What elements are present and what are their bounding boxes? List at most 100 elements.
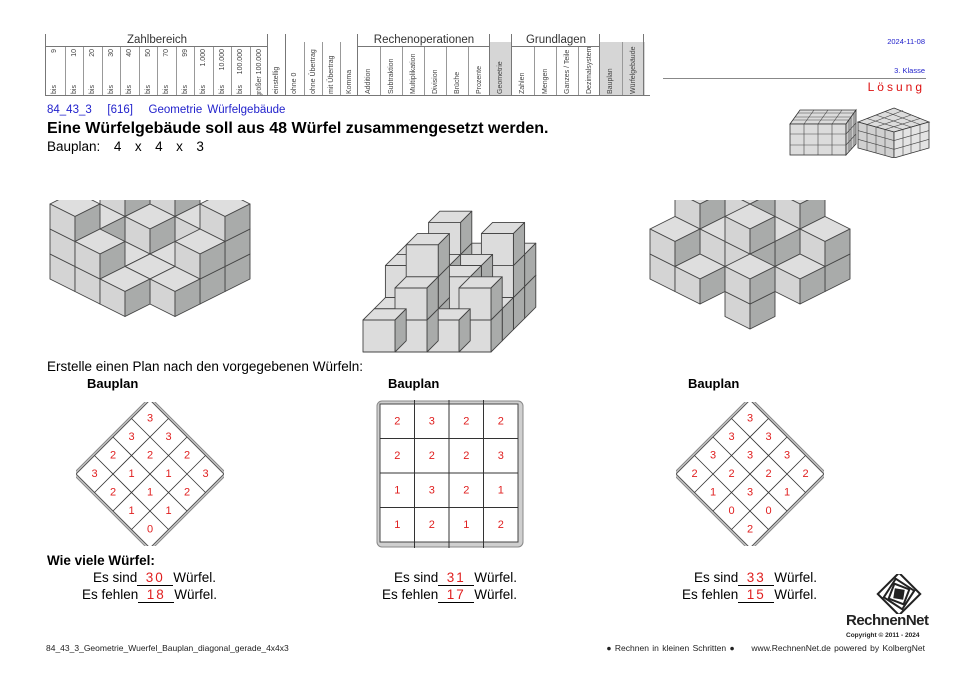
category-column: Subtraktion (380, 47, 403, 96)
header-divider (663, 78, 926, 79)
footer-right: ● Rechnen in kleinen Schritten ● www.Rec… (606, 643, 925, 653)
plan-cell-value: 2 (429, 450, 435, 462)
solution-label: Lösung (867, 80, 925, 94)
footer-site-link[interactable]: www.RechnenNet.de powered by KolbergNet (751, 643, 925, 653)
plan-cell-value: 2 (802, 468, 808, 480)
bauplan-dimensions: Bauplan: 4 x 4 x 3 (47, 139, 204, 154)
bauplan-title-3: Bauplan (688, 376, 740, 391)
category-group-misc-4: Geometrie (489, 34, 512, 96)
category-column: Prozente (468, 47, 491, 96)
category-column: ohne 0 (291, 72, 298, 94)
plan-cell-value: 3 (765, 431, 771, 443)
plan-cell-value: 2 (691, 468, 697, 480)
cube-building-1 (49, 200, 251, 317)
bauplan-title-1: Bauplan (87, 376, 139, 391)
plan-cell-value: 3 (429, 415, 435, 427)
plan-cell-value: 2 (394, 415, 400, 427)
plan-cell-value: 0 (765, 505, 771, 517)
date-label: 2024-11-08 (887, 37, 925, 46)
count-input-1[interactable]: 30 (137, 571, 174, 586)
plan-cell-value: 2 (184, 487, 190, 499)
bauplan-dims: 4 x 4 x 3 (113, 139, 204, 154)
task-code: 84_43_3 (47, 104, 92, 116)
plan-cell-value: 2 (498, 519, 504, 531)
category-group-title: Zahlbereich (46, 34, 268, 47)
plan-cell-value: 3 (91, 468, 97, 480)
rechnennet-logo-icon (876, 574, 922, 614)
category-column: Dezimalsystem (578, 47, 601, 96)
logo-name: RechnenNet (846, 612, 929, 629)
cube-building-3 (649, 200, 851, 330)
bauplan-title-2: Bauplan (388, 376, 440, 391)
reference-cube-thumbnails (789, 107, 931, 158)
plan-cell-value: 3 (784, 450, 790, 462)
count-input-3[interactable]: 33 (738, 571, 775, 586)
category-column: ohne Übertrag (304, 42, 323, 96)
plan-cell-value: 2 (184, 450, 190, 462)
category-column: mit Übertrag (322, 42, 341, 96)
logo-copyright: Copyright © 2011 - 2024 (846, 632, 920, 639)
plan-cell-value: 1 (165, 468, 171, 480)
cube-building-2 (362, 210, 537, 353)
plan-cell-value: 3 (165, 431, 171, 443)
plan-cell-value: 1 (147, 487, 153, 499)
plan-cell-value: 1 (394, 484, 400, 496)
plan-cell-value: 1 (710, 487, 716, 499)
plan-cell-value: 3 (202, 468, 208, 480)
missing-input-2[interactable]: 17 (438, 588, 475, 603)
plan-cell-value: 3 (498, 450, 504, 462)
plan-cell-value: 3 (128, 431, 134, 443)
plan-cell-value: 2 (747, 524, 753, 536)
plan-cell-value: 3 (728, 431, 734, 443)
plan-cell-value: 1 (128, 468, 134, 480)
category-column: Multiplikation (402, 47, 425, 96)
category-column: Brüche (446, 47, 469, 96)
page-title: Eine Würfelgebäude soll aus 48 Würfel zu… (47, 120, 549, 137)
category-group-misc-1: einstellig (267, 34, 286, 96)
plan-cell-value: 2 (765, 468, 771, 480)
plan-cell-value: 0 (147, 524, 153, 536)
plan-cell-value: 3 (747, 450, 753, 462)
category-column: Bauplan (600, 42, 622, 96)
footer-slogan: ● Rechnen in kleinen Schritten ● (606, 643, 735, 653)
plan-cell-value: 3 (710, 450, 716, 462)
plan-cell-value: 2 (110, 487, 116, 499)
plan-cell-value: 2 (728, 468, 734, 480)
category-group-title: Grundlagen (512, 34, 600, 47)
bauplan-label: Bauplan: (47, 139, 101, 154)
category-column: Komma (340, 42, 359, 96)
task-topic: Geometrie Würfelgebäude (148, 104, 286, 116)
category-column: Zahlen (519, 72, 526, 94)
how-many-heading: Wie viele Würfel: (47, 553, 155, 568)
grade-label: 3. Klasse (894, 66, 925, 75)
category-column: Addition (365, 68, 372, 94)
category-table-bottom-line (45, 95, 650, 96)
count-input-2[interactable]: 31 (438, 571, 475, 586)
plan-cell-value: 2 (110, 450, 116, 462)
missing-input-1[interactable]: 18 (138, 588, 175, 603)
category-group-title: Rechenoperationen (358, 34, 490, 47)
plan-cell-value: 2 (463, 415, 469, 427)
plan-cell-value: 3 (429, 484, 435, 496)
plan-cell-value: 1 (128, 505, 134, 517)
missing-input-3[interactable]: 15 (738, 588, 775, 603)
